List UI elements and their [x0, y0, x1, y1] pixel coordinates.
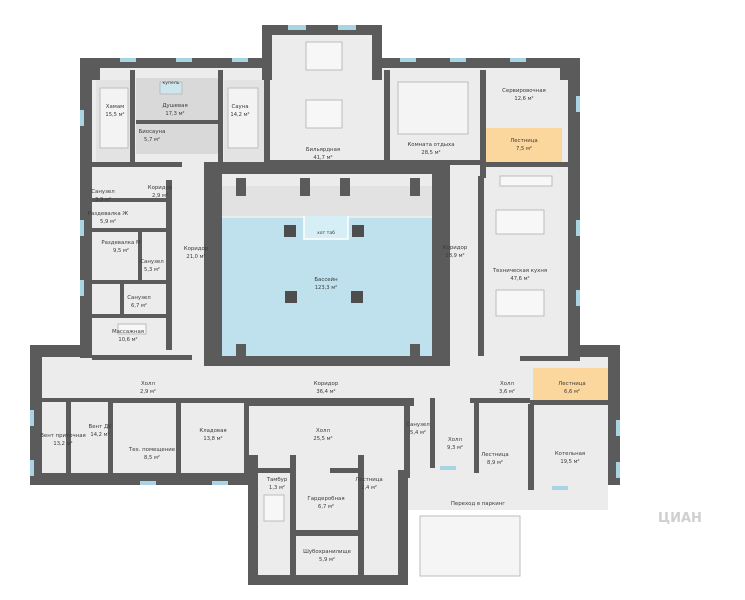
room-pool-area: 123,3 м²	[315, 285, 338, 291]
room-hall-e-area: 3,6 м²	[499, 389, 515, 395]
room-wc2-name: Санузел	[140, 259, 163, 265]
room-hall-se-name: Холл	[448, 437, 462, 443]
room-shower-area: 17,3 м²	[165, 111, 184, 117]
room-hall-e-name: Холл	[500, 381, 514, 387]
room-hall-c-area: 25,5 м²	[313, 436, 332, 442]
room-biosauna-area: 5,7 м²	[144, 137, 160, 143]
room-pool-name: Бассейн	[314, 276, 338, 283]
room-wc2-area: 5,3 м²	[144, 267, 160, 273]
room-hall-w-area: 2,9 м²	[140, 389, 156, 395]
room-kitchen-name: Техническая кухня	[492, 268, 547, 274]
walls	[30, 25, 620, 585]
room-corr-s-name: Коридор	[314, 381, 339, 387]
room-pantry-area: 13,8 м²	[203, 436, 222, 442]
room-vestibule-name: Тамбур	[266, 477, 288, 483]
room-vestibule-area: 1,3 м²	[269, 485, 285, 491]
room-vent-supply-area: 13,2 м²	[53, 441, 72, 447]
room-hottub-name: хот таб	[317, 230, 335, 236]
watermark: ЦИАН	[658, 511, 702, 526]
room-corr-w-area: 21,0 м²	[186, 254, 205, 260]
room-wc4-area: 5,4 м²	[410, 430, 426, 436]
room-dress-m-name: Раздевалка М	[101, 240, 141, 246]
room-serving-name: Сервировочная	[502, 88, 546, 94]
windows	[30, 25, 620, 490]
room-stair-se-area: 8,9 м²	[487, 460, 503, 466]
room-shoe-name: Шубохранилище	[303, 549, 352, 555]
room-corr-e-area: 18,9 м²	[445, 253, 464, 259]
room-hall-w-name: Холл	[141, 381, 155, 387]
room-massage-name: Массажная	[112, 329, 144, 335]
room-corr-w-name: Коридор	[184, 246, 209, 252]
room-corr-s-area: 36,4 м²	[316, 389, 335, 395]
room-wc1-area: 3,9 м²	[95, 197, 111, 203]
room-boiler-area: 19,5 м²	[560, 459, 579, 465]
room-stair-ne-area: 7,5 м²	[516, 146, 532, 152]
room-hamam-area: 15,5 м²	[105, 112, 124, 118]
room-sauna-area: 14,2 м²	[230, 112, 249, 118]
room-corr-small-name: Коридор	[148, 185, 173, 191]
room-boiler-name: Котельная	[555, 451, 585, 457]
room-vent-supply-name: Вент приточная	[40, 433, 86, 439]
room-tech-name: Тех. помещение	[128, 447, 176, 453]
room-hall-se-area: 9,3 м²	[447, 445, 463, 451]
room-shoe-area: 5,9 м²	[319, 557, 335, 563]
pool-area	[216, 186, 438, 356]
room-pantry-name: Кладовая	[199, 428, 226, 434]
room-kitchen-area: 47,6 м²	[510, 276, 529, 282]
room-corr-e-name: Коридор	[443, 245, 468, 251]
room-labels: Хамам 15,5 м² купель Душевая 17,3 м² Сау…	[40, 81, 586, 563]
room-hamam-name: Хамам	[106, 104, 124, 110]
room-vent-du-area: 14,2 м²	[90, 432, 109, 438]
room-kupel-name: купель	[163, 81, 180, 86]
room-dress-f-name: Раздевалка Ж	[88, 211, 129, 217]
room-sauna-name: Сауна	[231, 104, 248, 110]
room-wc4-name: Санузел	[406, 422, 429, 428]
room-rest-name: Комната отдыха	[407, 142, 454, 148]
room-biosauna-name: Биосауна	[139, 129, 166, 135]
room-stair-e-name: Лестница	[558, 381, 585, 387]
room-hall-c-name: Холл	[316, 428, 330, 434]
room-billiard-area: 41,7 м²	[313, 155, 332, 161]
room-stair-se-name: Лестница	[481, 452, 508, 458]
room-wardrobe-area: 6,7 м²	[318, 504, 334, 510]
room-dress-m-area: 9,5 м²	[113, 248, 129, 254]
room-tech-area: 8,5 м²	[144, 455, 160, 461]
room-wardrobe-name: Гардеробная	[307, 496, 344, 502]
room-wc3-name: Санузел	[127, 295, 150, 301]
room-vent-du-name: Вент ДУ	[89, 424, 113, 430]
room-stair-e-area: 6,6 м²	[564, 389, 580, 395]
room-stair-s-area: 2,4 м²	[361, 485, 377, 491]
room-rest-area: 28,5 м²	[421, 150, 440, 156]
room-wc3-area: 6,7 м²	[131, 303, 147, 309]
room-stair-ne-name: Лестница	[510, 138, 537, 144]
room-wc1-name: Санузел	[91, 189, 114, 195]
room-corr-small-area: 2,9 м²	[152, 193, 168, 199]
room-stair-s-name: Лестница	[355, 477, 382, 483]
room-serving-area: 12,6 м²	[514, 96, 533, 102]
fixtures	[99, 41, 553, 577]
room-parking-name: Переход в паркинг	[451, 501, 505, 507]
room-shower-name: Душевая	[162, 103, 187, 109]
room-dress-f-area: 5,9 м²	[100, 219, 116, 225]
room-billiard-name: Бильярдная	[306, 147, 340, 153]
stair-highlights	[484, 128, 611, 400]
room-massage-area: 10,6 м²	[118, 337, 137, 343]
